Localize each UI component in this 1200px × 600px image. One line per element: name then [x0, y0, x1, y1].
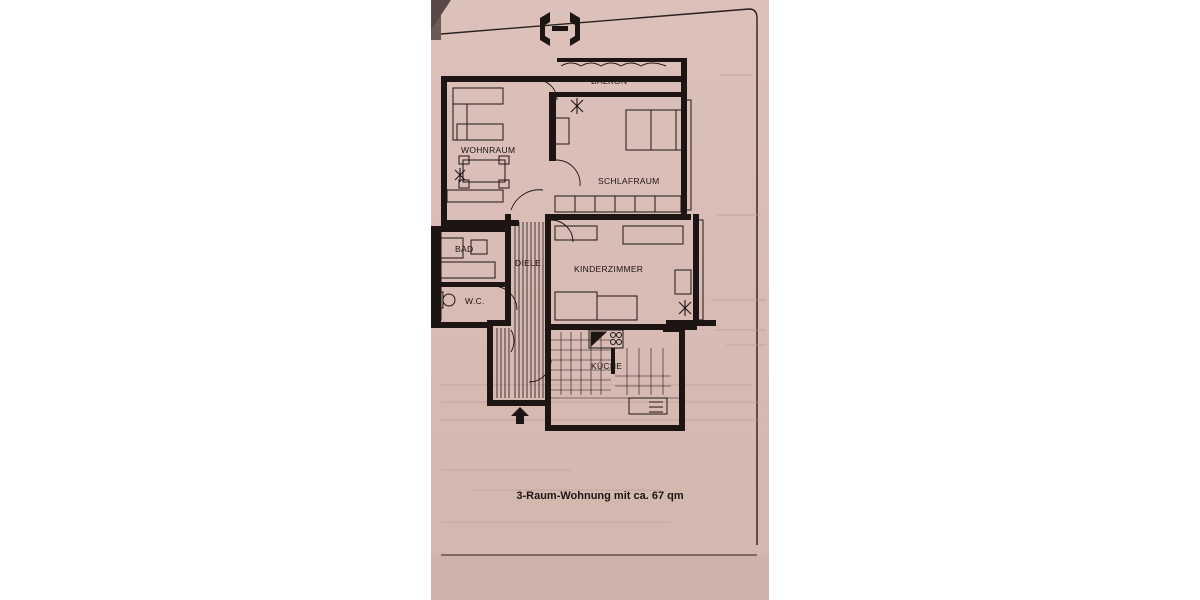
toilet	[442, 293, 456, 307]
plant-icon	[454, 168, 466, 182]
room-label-wc: W.C.	[465, 296, 485, 306]
sofa-bottom	[456, 123, 504, 141]
room-label-kueche: KÜCHE	[591, 361, 622, 371]
plant-icon	[570, 98, 584, 114]
wohnraum-shelf	[446, 189, 504, 203]
room-label-wohnraum: WOHNRAUM	[461, 145, 515, 155]
dining-table	[462, 159, 506, 183]
stove	[588, 329, 624, 349]
sofa-side	[452, 103, 468, 141]
photo-corner-shadow	[431, 0, 451, 30]
kid-bed-3	[554, 291, 598, 321]
furniture	[436, 62, 692, 415]
lower-sheet	[431, 555, 769, 600]
document-photo: BALKON WOHNRAUM SCHLAFRAUM BAD DIELE KIN…	[431, 0, 769, 600]
room-label-schlafraum: SCHLAFRAUM	[598, 176, 660, 186]
plant-icons	[454, 98, 692, 316]
kid-desk	[596, 295, 638, 321]
bathtub	[440, 237, 464, 259]
kitchen-tile-grid	[551, 332, 679, 399]
page-border	[440, 8, 758, 545]
kid-bed-1	[554, 225, 598, 241]
sofa-top	[452, 87, 504, 105]
faint-typed-text	[441, 74, 766, 523]
bath-basin	[436, 261, 496, 279]
balcony-plants	[560, 62, 667, 67]
entrance-arrow-icon	[511, 407, 529, 424]
windows	[434, 99, 704, 321]
room-label-kinderzimmer: KINDERZIMMER	[574, 264, 643, 274]
kitchen-sink	[628, 397, 668, 415]
wardrobe	[554, 195, 682, 213]
floorplan-caption: 3-Raum-Wohnung mit ca. 67 qm	[516, 490, 684, 502]
bath-sink	[470, 239, 488, 255]
kid-bed-2	[622, 225, 684, 245]
schlafraum-desk	[554, 117, 570, 145]
room-label-diele: DIELE	[515, 258, 541, 268]
door-swings	[492, 79, 581, 383]
floorplan-drawing: BALKON WOHNRAUM SCHLAFRAUM BAD DIELE KIN…	[431, 0, 769, 600]
room-label-balkon: BALKON	[591, 76, 627, 86]
company-logo-icon	[540, 12, 580, 46]
room-label-bad: BAD	[455, 244, 473, 254]
plant-icon	[678, 300, 692, 316]
diele-floor-stripes	[496, 222, 544, 398]
